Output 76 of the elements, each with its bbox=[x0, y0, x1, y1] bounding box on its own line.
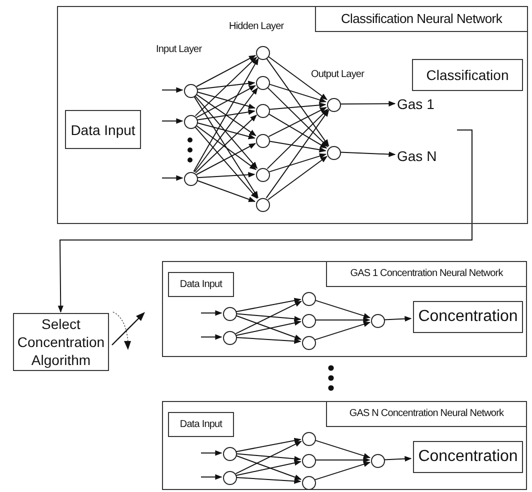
arrow bbox=[200, 334, 222, 340]
arrow bbox=[196, 122, 256, 140]
frame-title: GAS N Concentration Neural Network bbox=[326, 402, 526, 427]
arrow bbox=[266, 110, 330, 198]
network-frame bbox=[162, 401, 527, 490]
output-label: Gas 1 bbox=[397, 96, 445, 113]
arrow bbox=[196, 124, 257, 170]
arrow bbox=[194, 126, 258, 199]
layer-label: Output Layer bbox=[311, 69, 364, 81]
arrow bbox=[235, 300, 302, 334]
arrow bbox=[268, 140, 326, 152]
arrow bbox=[235, 440, 302, 474]
arrow bbox=[197, 80, 256, 90]
network-frame bbox=[162, 261, 527, 357]
arrow bbox=[268, 156, 328, 200]
arrow bbox=[200, 474, 222, 480]
arrow bbox=[236, 315, 302, 340]
network-frame bbox=[57, 6, 528, 224]
arrow bbox=[196, 109, 256, 120]
arrow bbox=[196, 92, 256, 109]
arrow bbox=[268, 106, 327, 138]
arrow bbox=[268, 113, 328, 149]
arrow bbox=[200, 450, 222, 456]
arrow bbox=[340, 151, 396, 158]
arrow bbox=[196, 143, 256, 175]
text-box: Concentration bbox=[413, 441, 523, 473]
arrow bbox=[194, 96, 258, 198]
frame-title: Classification Neural Network bbox=[315, 7, 527, 32]
arrow bbox=[266, 108, 328, 170]
arrow bbox=[266, 86, 328, 148]
arrow bbox=[197, 172, 256, 178]
output-label: Gas N bbox=[397, 148, 447, 165]
arrow bbox=[236, 337, 302, 344]
arrow bbox=[236, 453, 302, 462]
arrow bbox=[314, 462, 371, 480]
arrow bbox=[236, 298, 302, 312]
arrow bbox=[236, 455, 302, 480]
arrow bbox=[196, 180, 256, 202]
arrow bbox=[195, 114, 257, 174]
arrow bbox=[196, 55, 256, 87]
layer-label: Input Layer bbox=[156, 44, 202, 56]
arrow bbox=[236, 313, 302, 322]
arrow bbox=[196, 94, 256, 136]
arrow bbox=[162, 175, 184, 181]
arrow bbox=[384, 316, 412, 322]
arrow bbox=[315, 317, 370, 323]
arrow bbox=[196, 85, 256, 118]
arrow bbox=[193, 58, 259, 172]
arrow bbox=[236, 438, 302, 452]
arrow bbox=[268, 153, 326, 172]
text-box: Concentration bbox=[413, 301, 523, 333]
arrow bbox=[236, 460, 302, 476]
arrow bbox=[340, 100, 396, 106]
arrow bbox=[268, 84, 326, 103]
arrow bbox=[236, 320, 302, 336]
text-box: Select Concentration Algorithm bbox=[13, 313, 109, 371]
text-box: Data Input bbox=[65, 110, 141, 149]
arrow bbox=[194, 56, 258, 116]
arrow bbox=[269, 102, 326, 110]
arrow bbox=[268, 56, 328, 100]
arrow bbox=[384, 456, 412, 462]
text-box: Data Input bbox=[168, 412, 234, 437]
arrow bbox=[162, 87, 184, 93]
arrow bbox=[314, 300, 371, 318]
text-box: Classification bbox=[412, 59, 523, 91]
arrow bbox=[200, 310, 222, 316]
arrow bbox=[58, 130, 472, 313]
text-box: Data Input bbox=[168, 272, 234, 297]
arrow bbox=[314, 322, 371, 340]
arrow bbox=[236, 477, 302, 484]
arrow bbox=[315, 457, 370, 463]
layer-label: Hidden Layer bbox=[229, 21, 284, 33]
frame-title: GAS 1 Concentration Neural Network bbox=[326, 262, 526, 287]
arrow bbox=[314, 440, 371, 458]
arrow bbox=[266, 58, 330, 146]
arrow bbox=[162, 118, 184, 124]
